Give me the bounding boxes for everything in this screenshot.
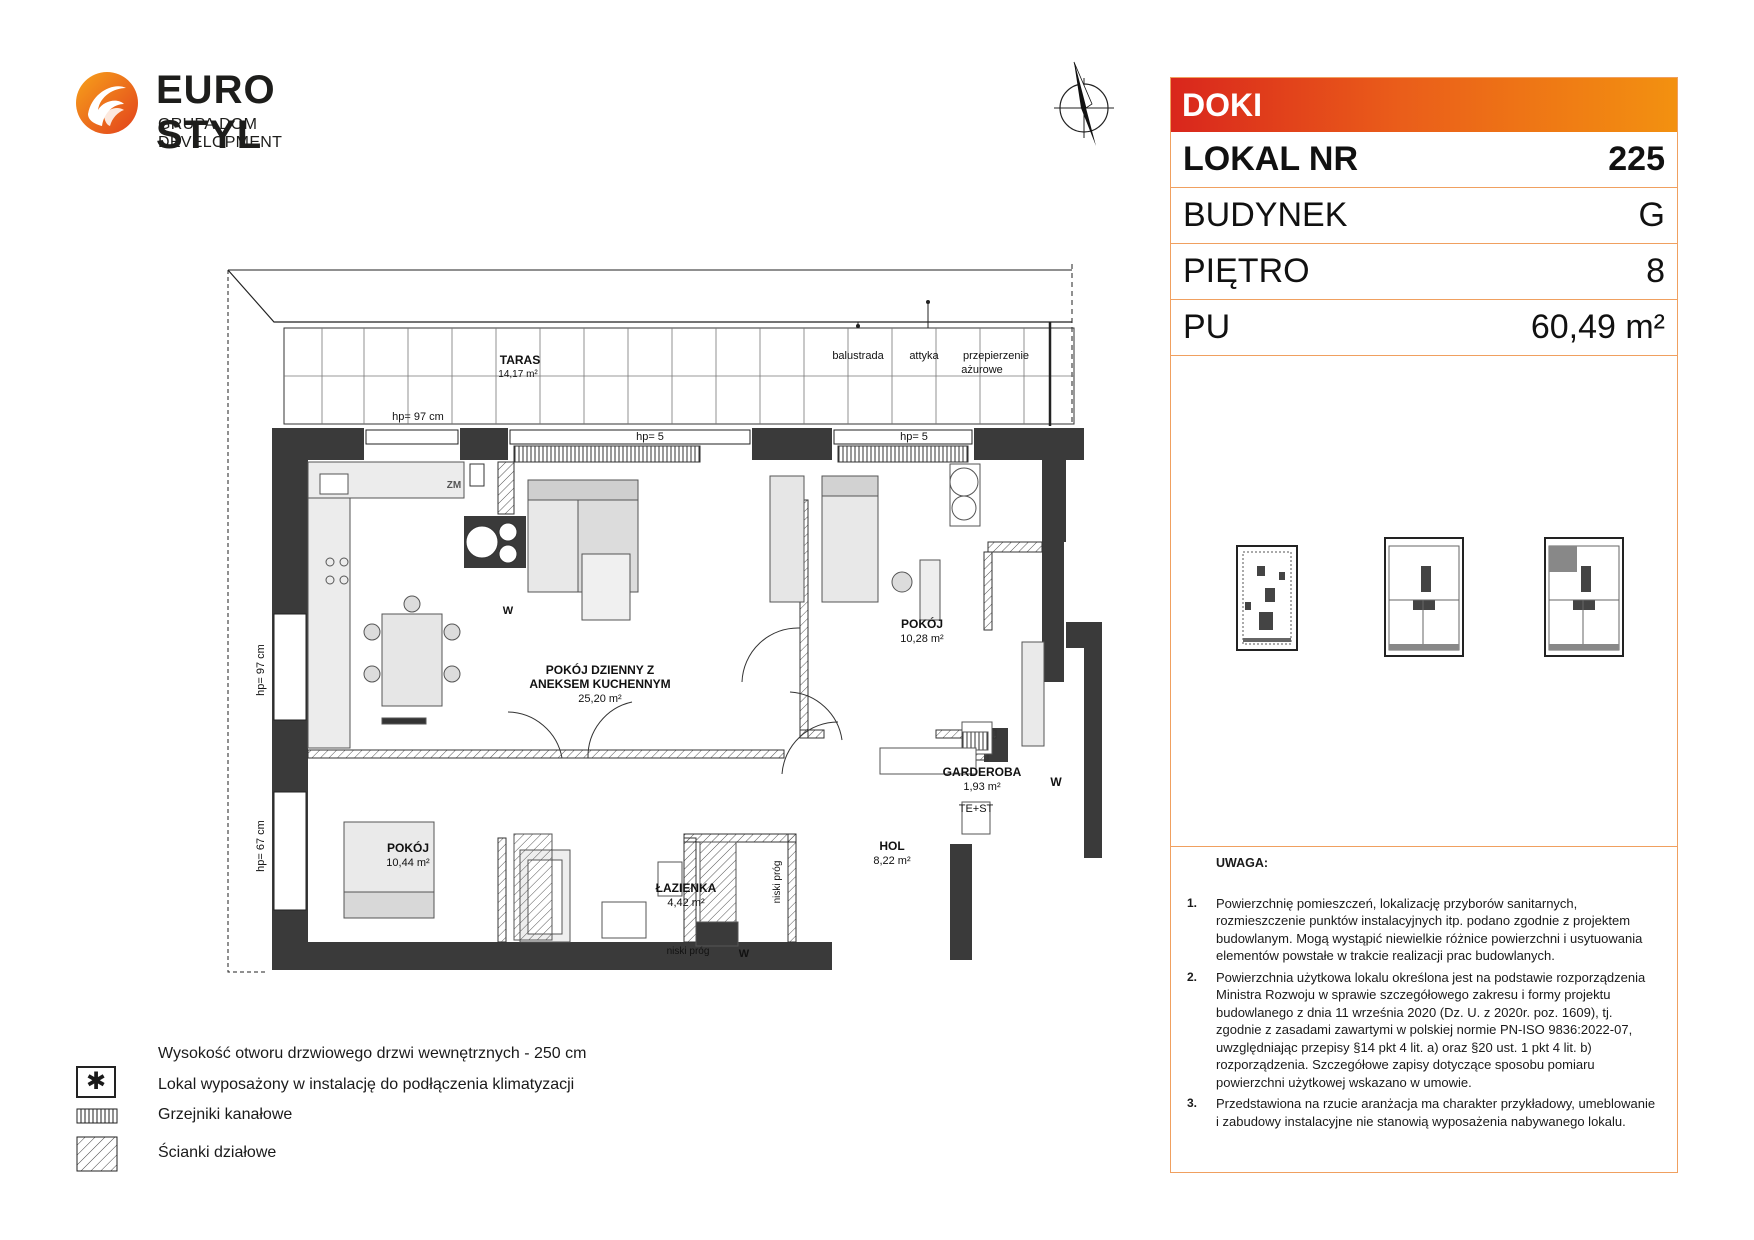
legend-text: Lokal wyposażony w instalację do podłącz… — [158, 1076, 575, 1093]
legend-text: Wysokość otworu drzwiowego drzwi wewnętr… — [158, 1045, 587, 1062]
floor-plan: TARAS 14,17 m² POKÓJ DZIENNY Z ANEKSEM K… — [227, 264, 1102, 973]
label-azurowe: ażurowe — [961, 364, 1003, 376]
note-number: 1. — [1187, 895, 1198, 910]
info-label: LOKAL NR — [1183, 140, 1359, 178]
info-row-building: BUDYNEK G — [1171, 188, 1677, 244]
notes-section: UWAGA: 1. Powierzchnię pomieszczeń, loka… — [1171, 845, 1677, 1134]
label-attyka: attyka — [909, 350, 939, 362]
info-value: 225 — [1608, 140, 1665, 178]
label-hp-5: hp= 5 — [636, 431, 664, 443]
legend-text: Grzejniki kanałowe — [158, 1106, 293, 1123]
info-label: BUDYNEK — [1183, 196, 1348, 234]
brand-logo: EURO STYL GRUPA DOM DEVELOPMENT — [74, 68, 374, 157]
info-row-floor: PIĘTRO 8 — [1171, 244, 1677, 300]
building-thumbnail — [1236, 545, 1298, 651]
room-name: TARAS — [500, 353, 540, 367]
notes-title: UWAGA: — [1216, 856, 1269, 870]
info-value: 8 — [1646, 252, 1665, 290]
room-name: POKÓJ — [387, 840, 429, 855]
radiator-legend-icon — [76, 1108, 118, 1124]
info-value: 60,49 m² — [1530, 308, 1665, 346]
label-zm: ZM — [447, 480, 461, 491]
building-thumbnails — [1171, 356, 1677, 847]
installation-shaft — [464, 461, 526, 568]
note-number: 3. — [1187, 1096, 1198, 1110]
building-thumbnail — [1384, 537, 1464, 657]
note-item: 3. Przedstawiona na rzucie aranżacja ma … — [1187, 1095, 1661, 1130]
info-label: PU — [1183, 308, 1231, 346]
note-text: Powierzchnię pomieszczeń, lokalizację pr… — [1216, 895, 1643, 964]
room-area: 25,20 m² — [578, 693, 622, 705]
euro-styl-flame-icon — [76, 72, 138, 134]
label-balustrada: balustrada — [832, 350, 884, 362]
windows — [273, 429, 973, 911]
label-w: W — [1050, 775, 1062, 789]
terrace — [227, 264, 1075, 973]
brand-name: EURO STYL — [156, 68, 276, 157]
legend-text: Ścianki działowe — [158, 1144, 277, 1161]
note-item: 2. Powierzchnia użytkowa lokalu określon… — [1187, 969, 1661, 1092]
room-area: 8,22 m² — [873, 855, 911, 867]
furniture — [343, 463, 1045, 947]
room-name: ŁAZIENKA — [656, 881, 717, 895]
north-arrow-icon — [1054, 61, 1114, 146]
label-hp-97-top: hp= 97 cm — [392, 411, 444, 423]
radiators — [513, 445, 969, 463]
info-row-unit: LOKAL NR 225 — [1171, 132, 1677, 188]
room-area: 14,17 m² — [498, 369, 538, 380]
label-niski-prog: niski próg — [667, 946, 710, 957]
label-te-st: TE+ST — [959, 803, 994, 815]
room-area: 10,28 m² — [900, 633, 944, 645]
room-area: 1,93 m² — [963, 781, 1001, 793]
building-thumbnail-highlighted — [1544, 537, 1624, 657]
info-value: G — [1638, 196, 1665, 234]
note-item: 1. Powierzchnię pomieszczeń, lokalizację… — [1187, 895, 1661, 965]
room-name: HOL — [879, 839, 904, 853]
room-name-line1: POKÓJ DZIENNY Z — [546, 662, 654, 677]
room-name: POKÓJ — [901, 616, 943, 631]
note-text: Powierzchnia użytkowa lokalu określona j… — [1216, 969, 1646, 1090]
kitchen-counter — [307, 461, 465, 749]
label-hp-97-side: hp= 97 cm — [255, 644, 267, 696]
note-number: 2. — [1187, 969, 1198, 984]
label-w: W — [739, 948, 750, 960]
unit-info-panel: DOKI LOKAL NR 225 BUDYNEK G PIĘTRO 8 PU … — [1170, 77, 1678, 1173]
asterisk-icon: ✱ — [76, 1066, 116, 1098]
label-hp-67-side: hp= 67 cm — [255, 820, 267, 872]
label-niski-prog: niski próg — [772, 861, 783, 904]
label-hp-5: hp= 5 — [900, 431, 928, 443]
project-name: DOKI — [1171, 78, 1677, 132]
exterior-walls — [272, 428, 1102, 970]
info-label: PIĘTRO — [1183, 252, 1310, 290]
room-name-line2: ANEKSEM KUCHENNYM — [529, 677, 670, 691]
info-row-area: PU 60,49 m² — [1171, 300, 1677, 356]
room-area: 10,44 m² — [386, 857, 430, 869]
partition-wall-legend-icon — [76, 1136, 118, 1172]
note-text: Przedstawiona na rzucie aranżacja ma cha… — [1216, 1096, 1656, 1129]
label-przepierzenie: przepierzenie — [963, 350, 1029, 362]
label-w: W — [503, 605, 514, 617]
room-area: 4,42 m² — [667, 897, 705, 909]
room-name: GARDEROBA — [943, 765, 1022, 779]
door-swings — [507, 627, 843, 775]
brand-subtitle: GRUPA DOM DEVELOPMENT — [158, 116, 283, 151]
